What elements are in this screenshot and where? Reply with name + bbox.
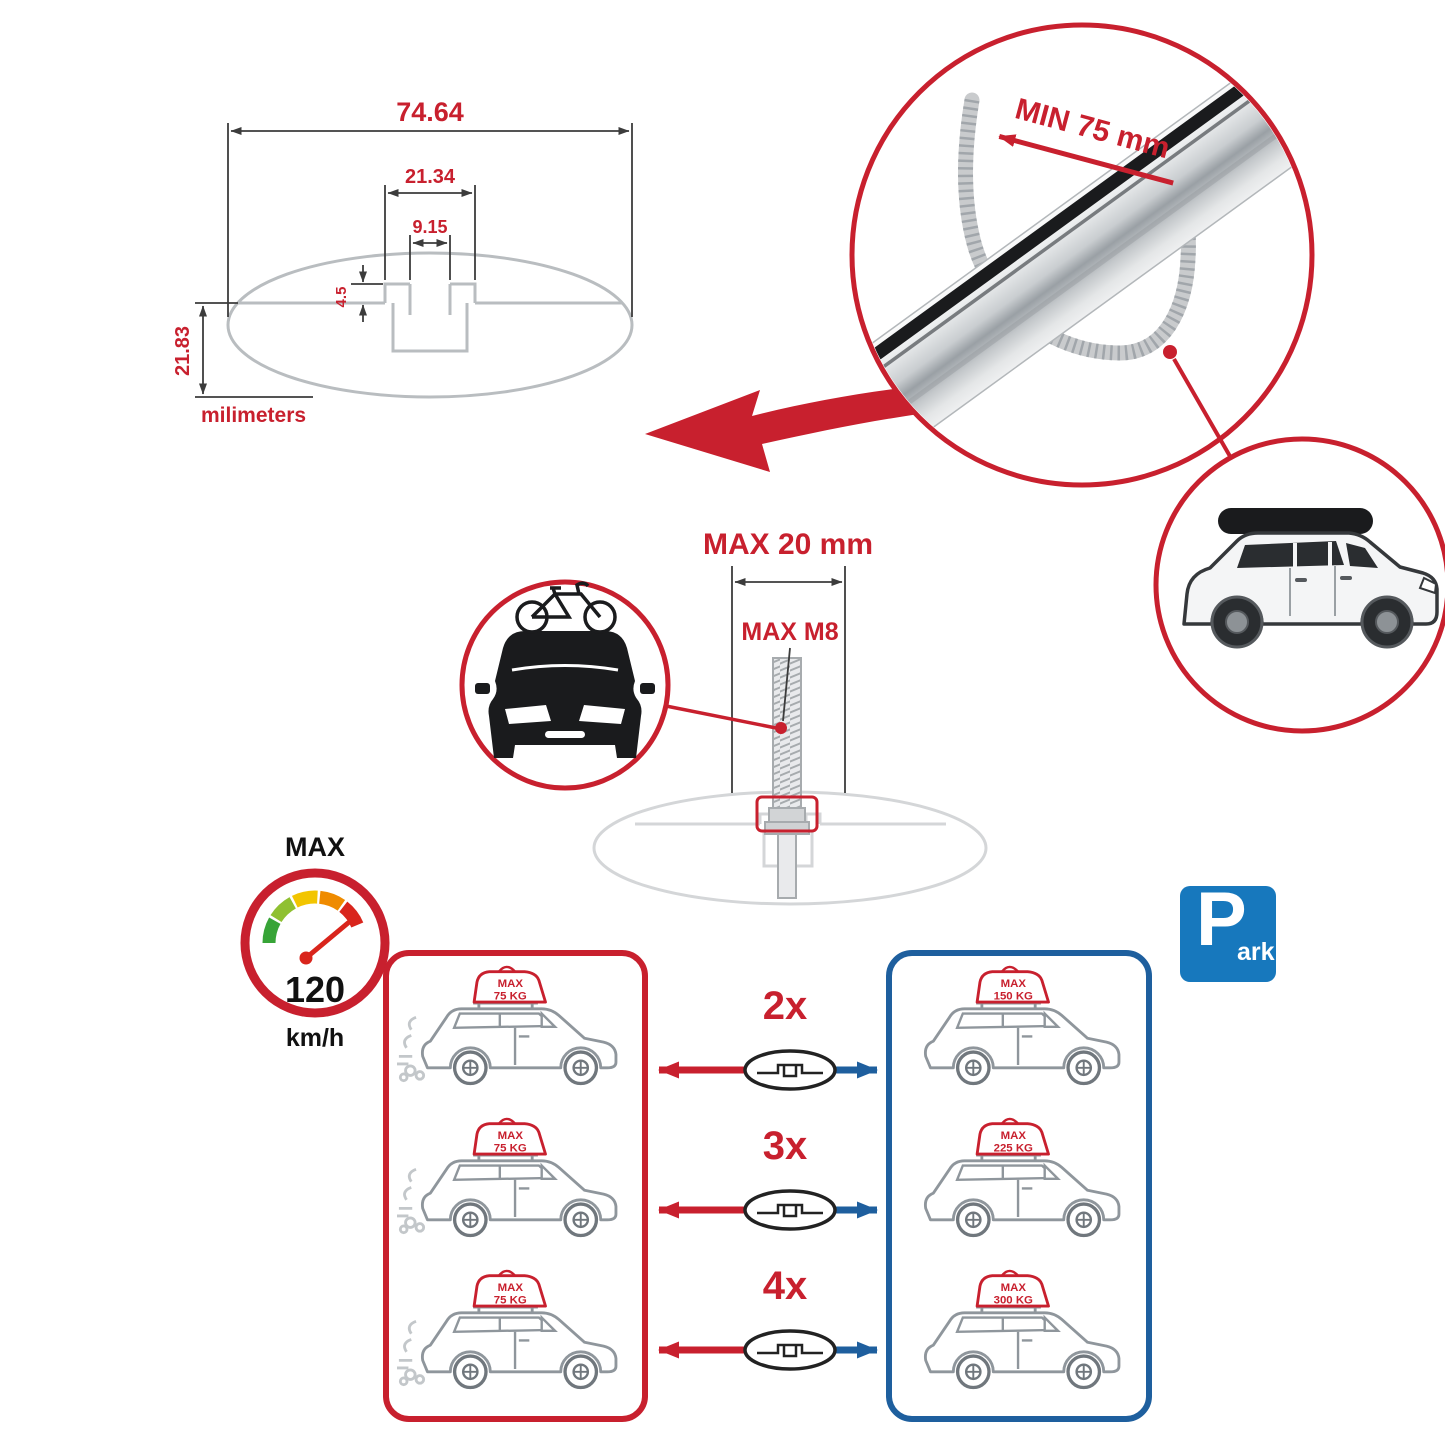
park-sign: P ark <box>1180 878 1276 982</box>
speed-value: 120 <box>285 969 345 1010</box>
speed-max-label: MAX <box>285 832 345 862</box>
gauge-needle <box>303 920 351 961</box>
t-slot-highlight <box>755 795 819 833</box>
park-sign-suffix: ark <box>1237 938 1275 966</box>
bag-load-label: 225 KG <box>994 1142 1033 1154</box>
park-sign-letter: P <box>1196 877 1247 962</box>
count-row: 2x <box>658 984 878 1091</box>
gauge-arc <box>262 890 364 944</box>
roof-bag: MAX 150 KG <box>975 965 1050 1004</box>
bicycle-icon <box>515 581 617 634</box>
bag-load-label: 75 KG <box>493 990 526 1002</box>
car-with-roof-bag: MAX 225 KG <box>900 1117 1138 1260</box>
bolt-detail: MAX 20 mm MAX M8 <box>459 528 988 906</box>
bag-load-label: 75 KG <box>493 1142 526 1154</box>
dim-slot-width: 9.15 <box>412 217 447 237</box>
bag-load-label: 300 KG <box>994 1294 1033 1306</box>
crossbar-cross-section <box>226 251 634 399</box>
bag-max-label: MAX <box>1001 1130 1027 1142</box>
car-with-roof-bag: MAX 75 KG <box>397 965 635 1108</box>
dim-units-label: milimeters <box>201 404 306 427</box>
roof-bag: MAX 300 KG <box>975 1269 1050 1308</box>
roof-bag: MAX 75 KG <box>472 1117 547 1156</box>
driving-load-panel: MAX 75 KG MAX 75 KG MAX 75 KG <box>383 950 648 1422</box>
crossbar-count-rows: 2x 3x 4x <box>658 984 878 1371</box>
dimension-lines <box>195 123 633 398</box>
crossbar-detail: MIN 75 mm <box>849 22 1445 734</box>
roof-bag: MAX 75 KG <box>472 1269 547 1308</box>
leader-dot <box>775 722 787 734</box>
roof-bag: MAX 225 KG <box>975 1117 1050 1156</box>
dim-step-height: 4.5 <box>333 287 350 308</box>
crossbar-profile-icon <box>743 1189 837 1231</box>
crossbar-profile-icon <box>743 1329 837 1371</box>
attachment-point-dot <box>1163 345 1177 359</box>
roof-box-icon <box>1218 508 1373 534</box>
suv-roofbox-illustration <box>1182 508 1439 649</box>
connector-line <box>1172 358 1233 459</box>
bolt-dimension-lines <box>731 566 846 793</box>
max-width-label: MAX 20 mm <box>703 528 873 561</box>
car-with-roof-bag: MAX 75 KG <box>397 1117 635 1260</box>
bag-max-label: MAX <box>497 978 523 990</box>
count-row: 4x <box>658 1264 878 1371</box>
bag-max-label: MAX <box>1001 978 1027 990</box>
speed-limit: MAX 120 km/h <box>240 832 390 1052</box>
bag-max-label: MAX <box>497 1282 523 1294</box>
needle-pivot <box>299 951 313 965</box>
speed-unit: km/h <box>286 1024 344 1052</box>
dim-total-width: 74.64 <box>396 97 464 127</box>
car-with-roof-bag: MAX 75 KG <box>397 1269 635 1412</box>
bag-load-label: 150 KG <box>994 990 1033 1002</box>
crossbar-profile-icon <box>743 1049 837 1091</box>
bag-max-label: MAX <box>497 1130 523 1142</box>
count-label: 2x <box>763 984 808 1028</box>
parked-load-panel: MAX 150 KG MAX 225 KG MAX 300 KG <box>886 950 1152 1422</box>
u-bolt-clamp-icon <box>958 92 1196 361</box>
dim-plateau-width: 21.34 <box>405 166 456 188</box>
car-front-icon <box>475 631 655 758</box>
aluminum-bar <box>855 28 1309 482</box>
count-row: 3x <box>658 1124 878 1231</box>
dimension-diagram: 74.64 21.34 9.15 4.5 21.83 milimeters <box>172 97 634 427</box>
car-with-roof-bag: MAX 150 KG <box>900 965 1138 1108</box>
bag-max-label: MAX <box>1001 1282 1027 1294</box>
dim-profile-height: 21.83 <box>172 326 194 376</box>
car-with-roof-bag: MAX 300 KG <box>900 1269 1138 1412</box>
roof-bag: MAX 75 KG <box>472 965 547 1004</box>
count-label: 3x <box>763 1124 808 1168</box>
max-thread-label: MAX M8 <box>741 618 838 646</box>
connector-line <box>665 704 777 730</box>
count-label: 4x <box>763 1264 808 1308</box>
bag-load-label: 75 KG <box>493 1294 526 1306</box>
t-bolt-icon <box>764 657 810 899</box>
